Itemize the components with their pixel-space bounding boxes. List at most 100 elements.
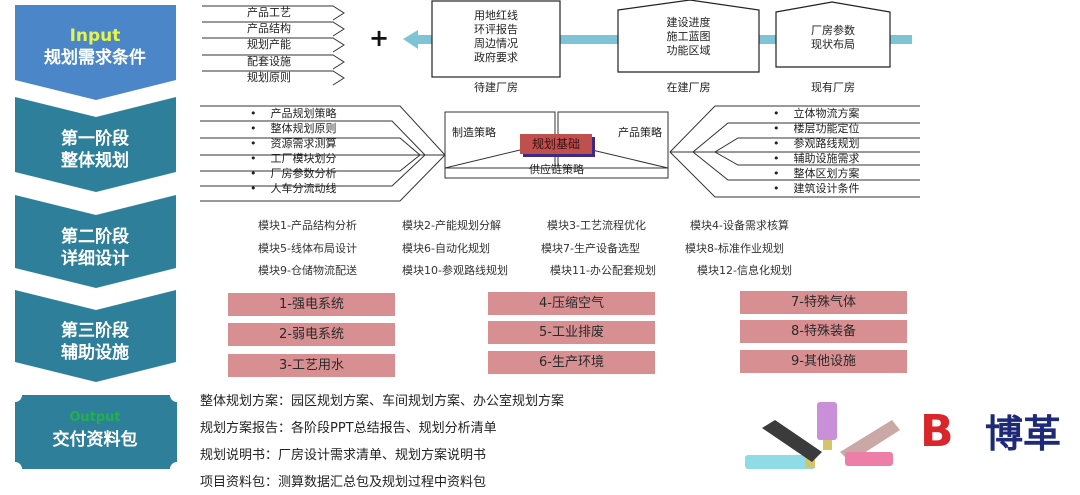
input-list-arrows xyxy=(202,5,345,86)
module-item: 模块2-产能规划分解 xyxy=(402,219,501,232)
item-text: 整体区划方案 xyxy=(793,167,860,180)
bullet: • xyxy=(773,152,780,165)
bullet: • xyxy=(250,182,257,195)
phase1-left-item: • 厂房参数分析 xyxy=(250,167,337,181)
deliverable-line: 规划方案报告：各阶段PPT总结报告、规划分析清单 xyxy=(200,421,497,436)
phase1-right-fan xyxy=(669,105,920,198)
input-tag: Input xyxy=(69,26,121,46)
building-caption: 在建厂房 xyxy=(666,81,711,94)
building-item: 建设进度 xyxy=(666,16,711,29)
system-box: 2-弱电系统 xyxy=(228,323,395,346)
phase1-right-item: • 楼层功能定位 xyxy=(773,122,860,136)
item-text: 辅助设施需求 xyxy=(793,152,860,165)
building-item: 周边情况 xyxy=(474,37,518,50)
module-item: 模块3-工艺流程优化 xyxy=(547,219,646,232)
system-box: 7-特殊气体 xyxy=(740,291,907,314)
output-stage-title: 交付资料包 xyxy=(52,430,138,450)
item-text: 产品规划策略 xyxy=(270,107,337,120)
input-chevron xyxy=(15,5,176,100)
building-item: 现状布局 xyxy=(811,38,855,51)
module-item: 模块5-线体布局设计 xyxy=(258,242,357,255)
phase1-line2: 整体规划 xyxy=(61,151,129,171)
building-item: 用地红线 xyxy=(474,9,518,22)
phase1-right-item: • 辅助设施需求 xyxy=(773,152,860,166)
building-under-construction-items: 建设进度 施工蓝图 功能区域 xyxy=(618,16,759,58)
phase2-line2: 详细设计 xyxy=(61,249,129,269)
plus-sign: + xyxy=(369,24,390,52)
item-text: 整体规划原则 xyxy=(270,122,337,135)
input-list-item: 产品结构 xyxy=(247,22,291,35)
module-item: 模块6-自动化规划 xyxy=(402,242,490,255)
item-text: 资源需求测算 xyxy=(270,137,337,150)
phase2-chevron xyxy=(15,195,176,288)
building-caption: 待建厂房 xyxy=(474,81,518,94)
input-list-item: 规划产能 xyxy=(247,38,291,51)
planning-foundation-label: 规划基础 xyxy=(520,134,592,154)
input-stage-title: 规划需求条件 xyxy=(44,48,146,68)
item-text: 人车分流动线 xyxy=(270,182,337,195)
system-box: 8-特殊装备 xyxy=(740,320,907,343)
phase1-right-item: • 立体物流方案 xyxy=(773,107,860,121)
phase1-line1: 第一阶段 xyxy=(61,129,129,149)
building-existing-items: 厂房参数 现状布局 xyxy=(776,24,890,52)
system-box: 4-压缩空气 xyxy=(488,292,655,315)
bullet: • xyxy=(773,137,780,150)
item-text: 厂房参数分析 xyxy=(270,167,337,180)
product-strategy: 产品策略 xyxy=(618,126,662,139)
phase1-right-item: • 整体区划方案 xyxy=(773,167,860,181)
phase3-line2: 辅助设施 xyxy=(61,343,129,363)
module-item: 模块9-仓储物流配送 xyxy=(258,264,357,277)
system-box: 9-其他设施 xyxy=(740,350,907,373)
deliverable-line: 规划说明书：厂房设计需求清单、规划方案说明书 xyxy=(200,448,487,463)
building-item: 政府要求 xyxy=(474,51,518,64)
building-caption: 现有厂房 xyxy=(811,81,855,94)
phase1-right-item: • 建筑设计条件 xyxy=(773,182,860,196)
module-item: 模块8-标准作业规划 xyxy=(685,242,784,255)
logo-mark: B xyxy=(920,406,954,457)
bullet: • xyxy=(773,182,780,195)
module-item: 模块7-生产设备选型 xyxy=(541,242,640,255)
module-item: 模块1-产品结构分析 xyxy=(258,219,357,232)
module-item: 模块4-设备需求核算 xyxy=(690,219,789,232)
building-item: 功能区域 xyxy=(666,44,711,57)
item-text: 工厂模块划分 xyxy=(270,152,337,165)
item-text: 楼层功能定位 xyxy=(793,122,860,135)
phase2-stage: 第二阶段 详细设计 xyxy=(15,226,175,270)
usb-keys-image xyxy=(745,402,900,469)
bullet: • xyxy=(773,122,780,135)
phase1-left-item: • 工厂模块划分 xyxy=(250,152,337,166)
building-item: 环评报告 xyxy=(474,23,518,36)
input-list-item: 规划原则 xyxy=(247,71,291,84)
module-item: 模块11-办公配套规划 xyxy=(550,264,656,277)
output-stage: Output 交付资料包 xyxy=(15,407,175,451)
bullet: • xyxy=(250,107,257,120)
phase1-stage: 第一阶段 整体规划 xyxy=(15,128,175,172)
building-item: 厂房参数 xyxy=(811,24,855,37)
input-list-item: 配套设施 xyxy=(247,55,291,68)
phase1-chevron xyxy=(15,97,176,192)
building-item: 施工蓝图 xyxy=(666,30,711,43)
phase2-line1: 第二阶段 xyxy=(61,227,129,247)
deliverable-line: 项目资料包：测算数据汇总包及规划过程中资料包 xyxy=(200,475,487,490)
item-text: 建筑设计条件 xyxy=(793,182,860,195)
module-item: 模块10-参观路线规划 xyxy=(402,264,508,277)
phase3-chevron xyxy=(15,290,176,382)
system-box: 6-生产环境 xyxy=(488,351,655,374)
building-pending-items: 用地红线 环评报告 周边情况 政府要求 xyxy=(432,9,560,65)
phase1-left-item: • 产品规划策略 xyxy=(250,107,337,121)
logo-text: 博革 xyxy=(985,412,1062,456)
system-box: 5-工业排废 xyxy=(488,321,655,344)
buildings xyxy=(431,0,891,78)
bullet: • xyxy=(773,107,780,120)
system-box: 3-工艺用水 xyxy=(228,354,395,377)
output-tag: Output xyxy=(69,410,121,425)
bullet: • xyxy=(250,137,257,150)
module-item: 模块12-信息化规划 xyxy=(697,264,792,277)
output-ticket xyxy=(15,395,177,469)
bullet: • xyxy=(250,167,257,180)
system-box: 1-强电系统 xyxy=(228,293,395,316)
item-text: 参观路线规划 xyxy=(793,137,860,150)
input-list-item: 产品工艺 xyxy=(247,6,291,19)
bullet: • xyxy=(250,122,257,135)
